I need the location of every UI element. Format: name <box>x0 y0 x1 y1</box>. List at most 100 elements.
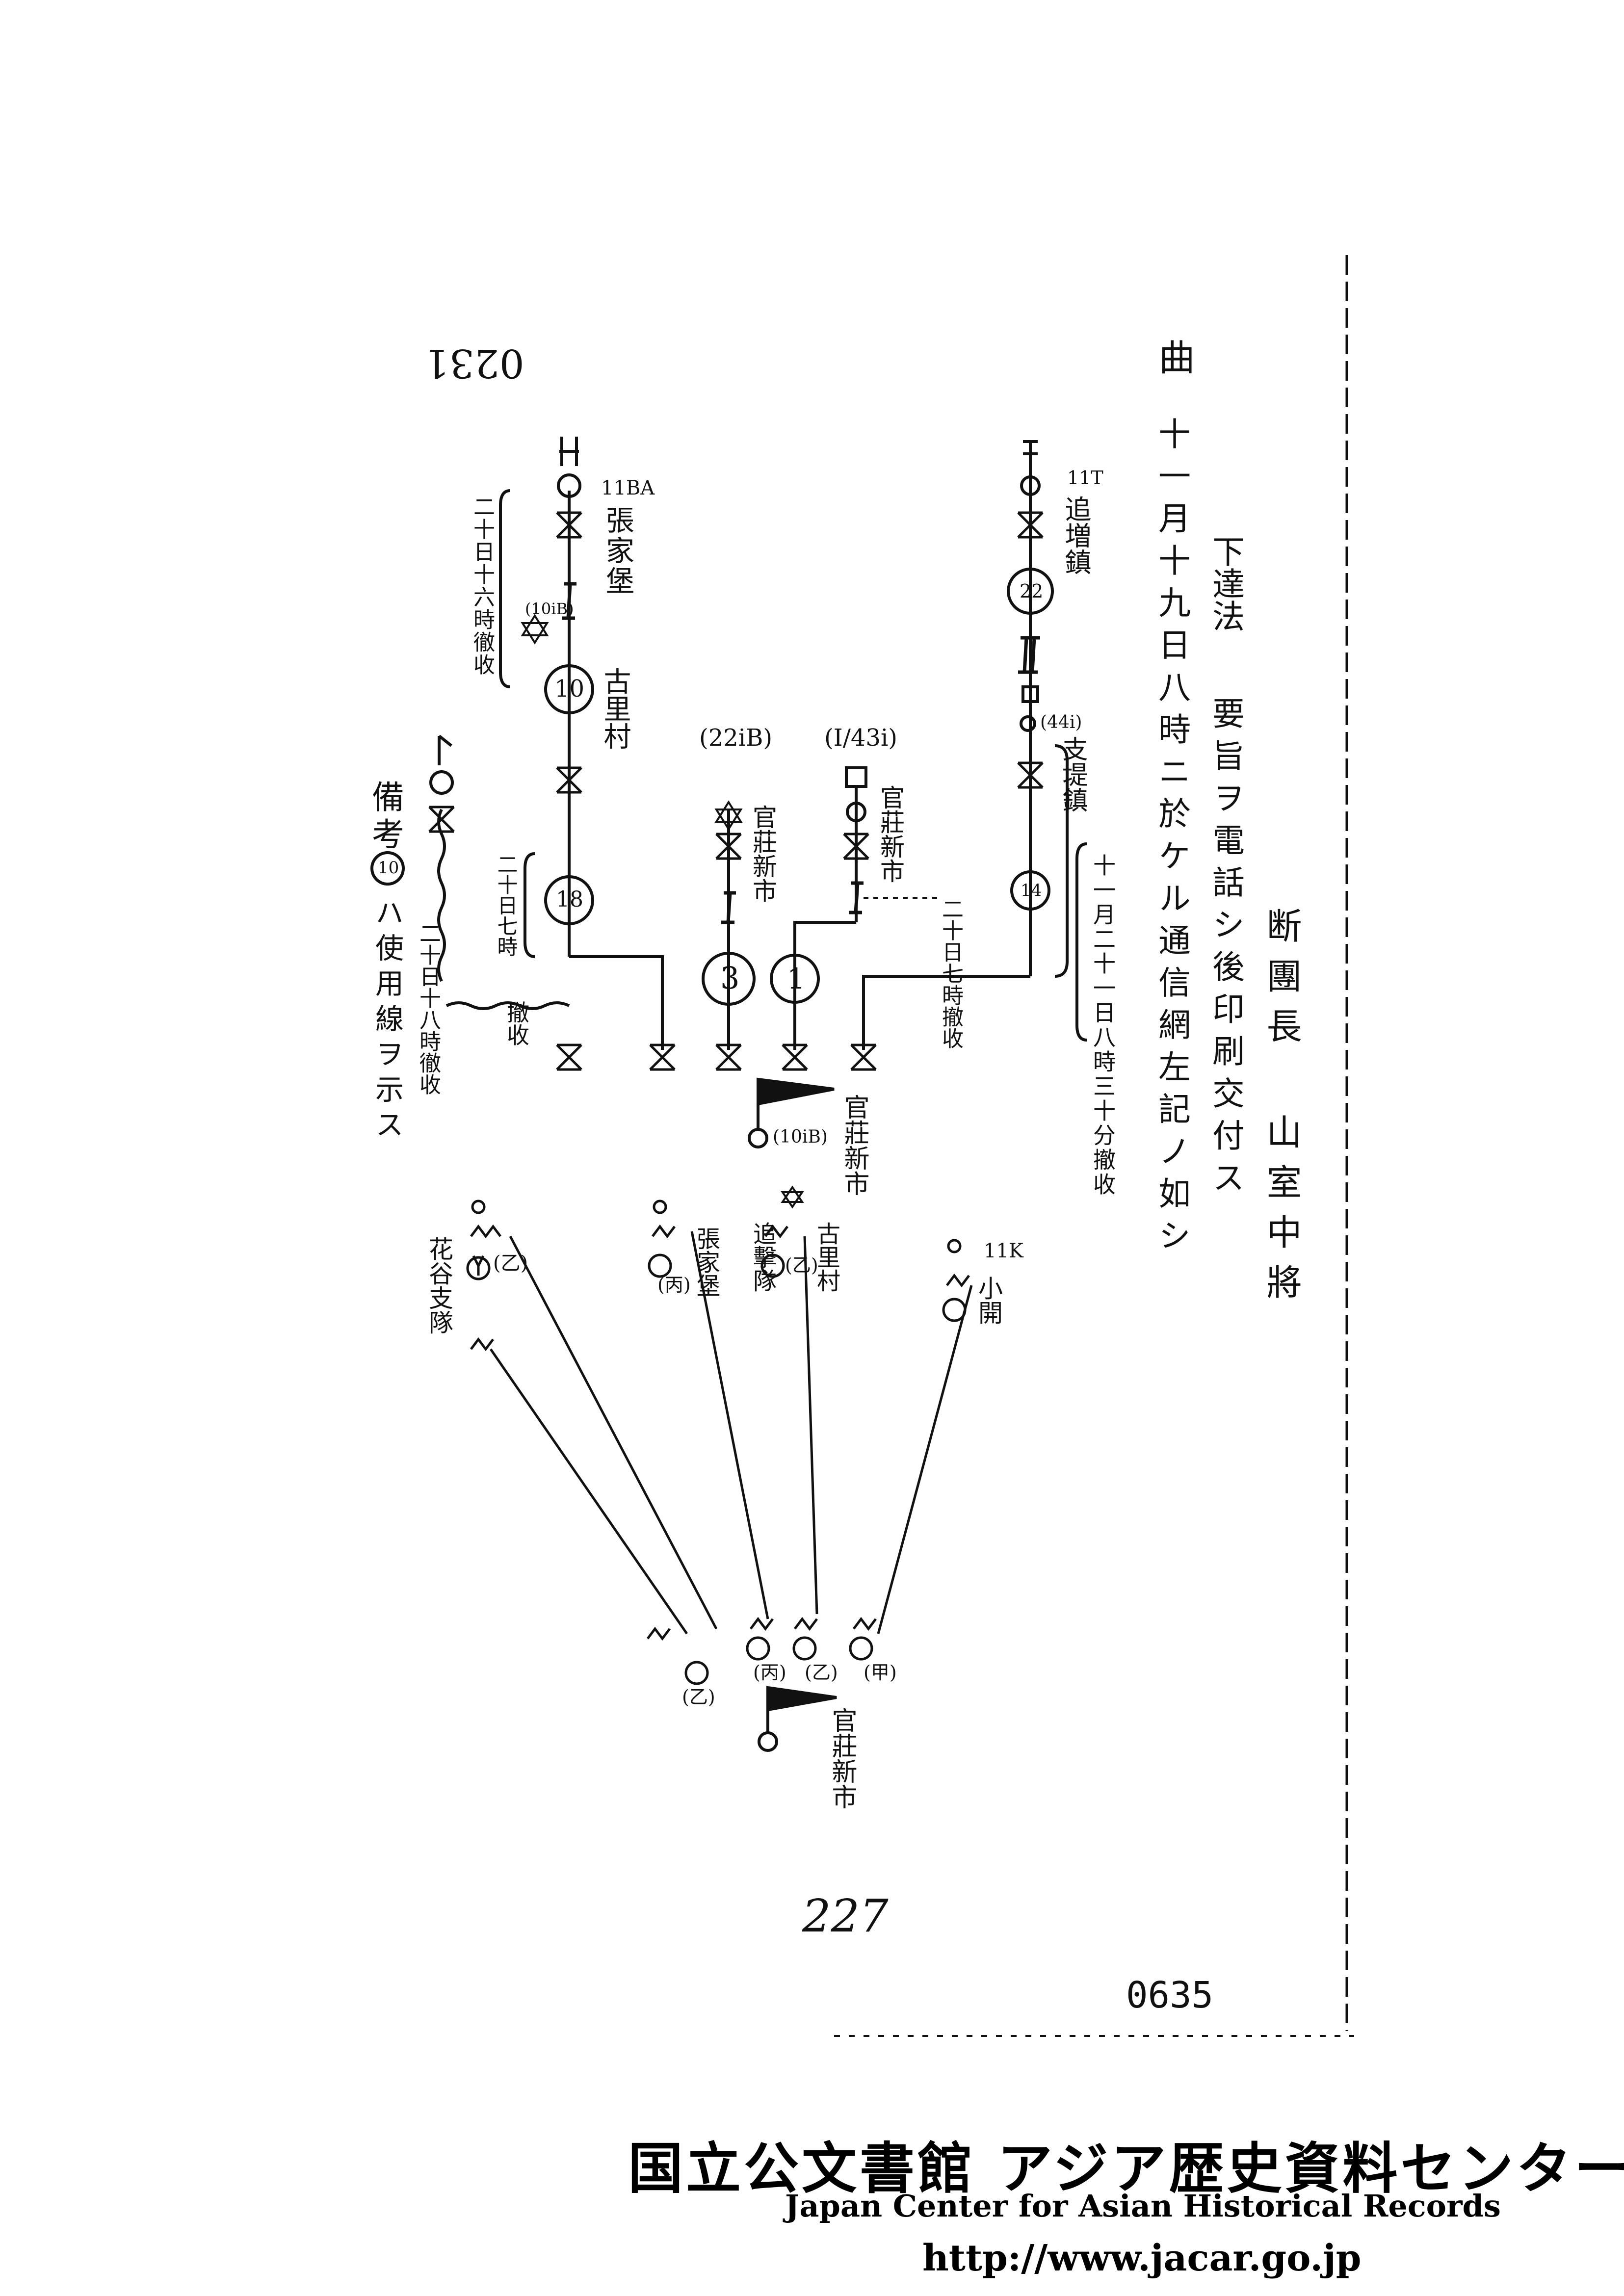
line-label-1: 1 <box>787 962 805 995</box>
line-circle-10 <box>544 664 594 714</box>
bracket-right <box>1054 744 1069 978</box>
star-mid <box>714 800 743 831</box>
left-mid-note: 撤收 <box>503 1001 530 1046</box>
wire-left-trunk <box>569 955 664 1050</box>
radio-link-2 <box>690 1231 769 1619</box>
line-circle-14 <box>1010 870 1050 911</box>
right-place-44: 支堤鎮 <box>1058 736 1087 812</box>
antenna-left-top <box>559 437 579 466</box>
line-circle-18 <box>544 875 594 925</box>
station-mid-1-box <box>845 766 867 788</box>
line-label-14: 14 <box>1021 881 1042 900</box>
left-bracket-note-2: 二十日七時 <box>494 854 518 957</box>
break-mark-left <box>562 582 576 620</box>
left-bracket-note: 二十日十六時徹收 <box>470 496 495 676</box>
base-flag <box>766 1686 837 1712</box>
intro-text: 十一月十九日八時ニ於ケル通信網左記ノ如シ <box>1153 417 1191 1261</box>
footer-archive-name-en: Japan Center for Asian Historical Record… <box>785 2188 1501 2224</box>
footer-archive-name-ja: 国立公文書館 アジア歴史資料センター <box>628 2137 1624 2201</box>
break-mark-right <box>1018 636 1040 674</box>
line-label-18: 18 <box>556 887 583 912</box>
station-base-ring <box>758 1731 778 1752</box>
station-right-44 <box>1020 715 1036 732</box>
antenna-right-top <box>1023 440 1038 471</box>
line-label-22: 22 <box>1020 580 1044 602</box>
left-circle-10-place: 古里村 <box>599 667 631 750</box>
bracket-left-2 <box>524 852 535 958</box>
wire-left-far-wavy-h <box>445 1001 570 1010</box>
archive-number: 0635 <box>1126 1974 1214 2016</box>
right-top-unit: 11T <box>1067 467 1103 489</box>
station-right-top <box>1020 475 1041 496</box>
radio-r5-unit: 11K <box>984 1240 1023 1262</box>
station-right-box <box>1022 685 1039 703</box>
station-hq-ring <box>748 1128 768 1148</box>
radio-link-1b <box>489 1348 688 1635</box>
bracket-left <box>499 489 511 688</box>
base-group-4: (甲) <box>864 1662 897 1683</box>
right-unit-44: (44i) <box>1040 712 1082 732</box>
radio-r5-place: 小開 <box>974 1276 1003 1325</box>
wire-left-far-wavy <box>437 809 446 982</box>
right-bracket-note-2: 十一月二十一日八時三十分撤收 <box>1090 854 1116 1197</box>
break-mark-mid3 <box>721 891 736 924</box>
hq-flag <box>757 1077 835 1106</box>
hq-place: 官莊新市 <box>839 1094 869 1196</box>
mid-unit-2: (I/43i) <box>824 724 898 752</box>
line-circle-1 <box>770 954 820 1004</box>
radio-r2-group: (丙) <box>657 1274 691 1296</box>
station-mid-1 <box>846 802 866 822</box>
hq-unit: (10iB) <box>773 1127 828 1147</box>
mid-place-1: 官莊新市 <box>749 805 777 903</box>
page-number: 227 <box>802 1890 889 1942</box>
notes-title: 備考 <box>367 780 404 855</box>
header-recipient: 下達法 <box>1207 535 1245 632</box>
star-left <box>521 614 549 645</box>
bracket-right-2 <box>1075 842 1087 1042</box>
radio-station-glyphs <box>466 1200 970 1685</box>
left-far-note: 二十日十八時徹收 <box>416 922 441 1095</box>
notes-text: ハ使用線ヲ示ス <box>370 898 404 1145</box>
radio-link-4 <box>877 1285 973 1634</box>
line-circle-3 <box>702 952 756 1006</box>
page-stamp-top: 0231 <box>424 340 524 386</box>
wire-right-trunk <box>862 975 1030 1050</box>
radio-link-1a <box>509 1235 718 1630</box>
radio-r3-place: 追擊隊 <box>749 1222 776 1292</box>
mid-place-2: 官莊新市 <box>876 785 905 883</box>
base-place: 官莊新市 <box>827 1707 857 1809</box>
radio-r3-group: (乙) <box>785 1254 818 1276</box>
line-label-10: 10 <box>554 675 585 703</box>
base-group-2: (丙) <box>753 1662 786 1683</box>
right-bracket-note-1: 二十日七時撤收 <box>938 898 963 1049</box>
wire-mid-1-trunk <box>793 921 856 1050</box>
break-mark-mid1 <box>849 881 864 914</box>
base-group-1: (乙) <box>682 1686 715 1708</box>
star-hq <box>781 1185 804 1209</box>
radio-r2-place: 張家堡 <box>692 1226 720 1297</box>
footer-url[interactable]: http://www.jacar.go.jp <box>922 2237 1362 2279</box>
radio-r4-place: 古里村 <box>812 1222 840 1292</box>
left-top-unit: 11BA <box>601 477 655 499</box>
antenna-left-far <box>438 734 452 765</box>
line-circle-22 <box>1007 568 1054 615</box>
station-left-far <box>429 770 454 795</box>
header-sender: 断團長 山室中將 <box>1260 908 1302 1314</box>
left-station-unit: (10iB) <box>525 600 574 618</box>
radio-link-3 <box>803 1236 818 1615</box>
page-mark: 曲 <box>1153 339 1195 375</box>
notes-circle-10 <box>370 851 405 886</box>
right-top-place: 追増鎮 <box>1060 496 1091 575</box>
radio-r1-group: (乙) <box>493 1252 528 1275</box>
station-left-top <box>557 473 581 498</box>
header-instruction: 要旨ヲ電話シ後印刷交付ス <box>1207 697 1245 1203</box>
radio-r1-place: 花谷支隊 <box>425 1236 453 1334</box>
left-top-place: 張家堡 <box>601 505 634 597</box>
switch-symbols <box>428 511 1044 1071</box>
base-group-3: (乙) <box>805 1662 838 1683</box>
mid-unit-1: (22iB) <box>699 724 773 752</box>
notes-number: 10 <box>378 858 399 878</box>
line-label-3: 3 <box>720 960 740 996</box>
